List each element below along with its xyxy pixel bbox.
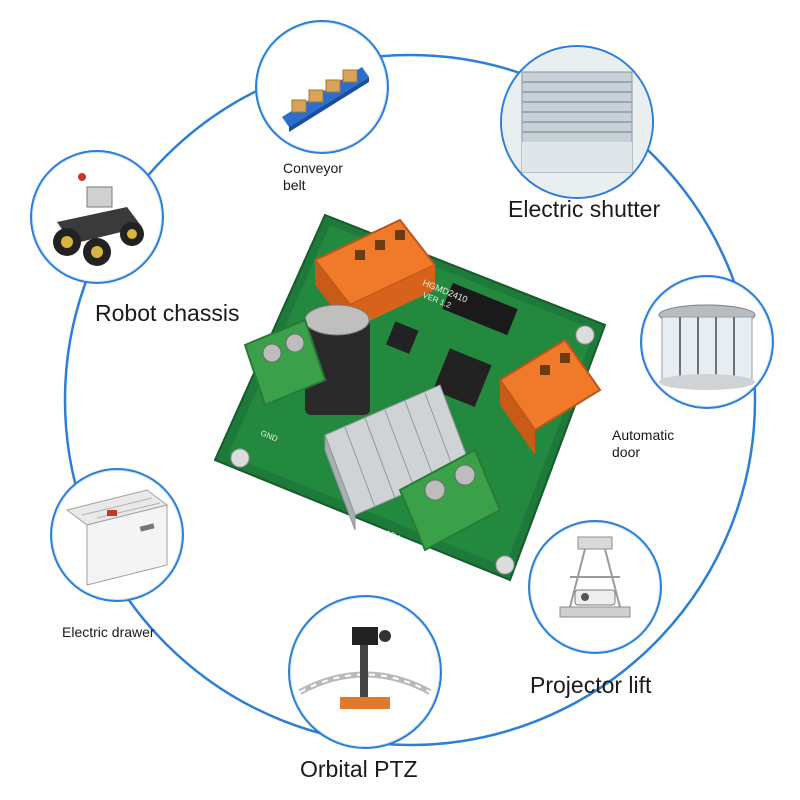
motor-driver-board-image: HGMD2410 VER 1.2 GND 12V xyxy=(213,213,607,582)
electric-drawer-label: Electric drawer xyxy=(62,624,155,640)
robot-chassis-label: Robot chassis xyxy=(95,300,240,326)
conveyor-belt-icon xyxy=(282,67,369,132)
electric-drawer-icon xyxy=(65,489,169,586)
orbital-ptz-label: Orbital PTZ xyxy=(300,756,418,782)
conveyor-belt-label: Conveyor belt xyxy=(283,160,343,193)
projector-lift-node xyxy=(528,520,662,654)
automatic-door-label: Automatic door xyxy=(612,427,675,460)
automatic-door-icon xyxy=(658,304,756,390)
electric-drawer-node xyxy=(50,468,184,602)
robot-chassis-node xyxy=(30,150,164,284)
orbital-ptz-node xyxy=(288,595,442,749)
electric-shutter-label: Electric shutter xyxy=(508,196,661,222)
conveyor-belt-node xyxy=(255,20,389,154)
projector-lift-label: Projector lift xyxy=(530,672,652,698)
orbital-ptz-icon xyxy=(298,627,432,709)
projector-lift-icon xyxy=(559,536,631,618)
automatic-door-node xyxy=(640,275,774,409)
electric-shutter-node xyxy=(500,45,654,199)
robot-chassis-icon xyxy=(53,173,144,266)
electric-shutter-icon xyxy=(502,47,652,197)
